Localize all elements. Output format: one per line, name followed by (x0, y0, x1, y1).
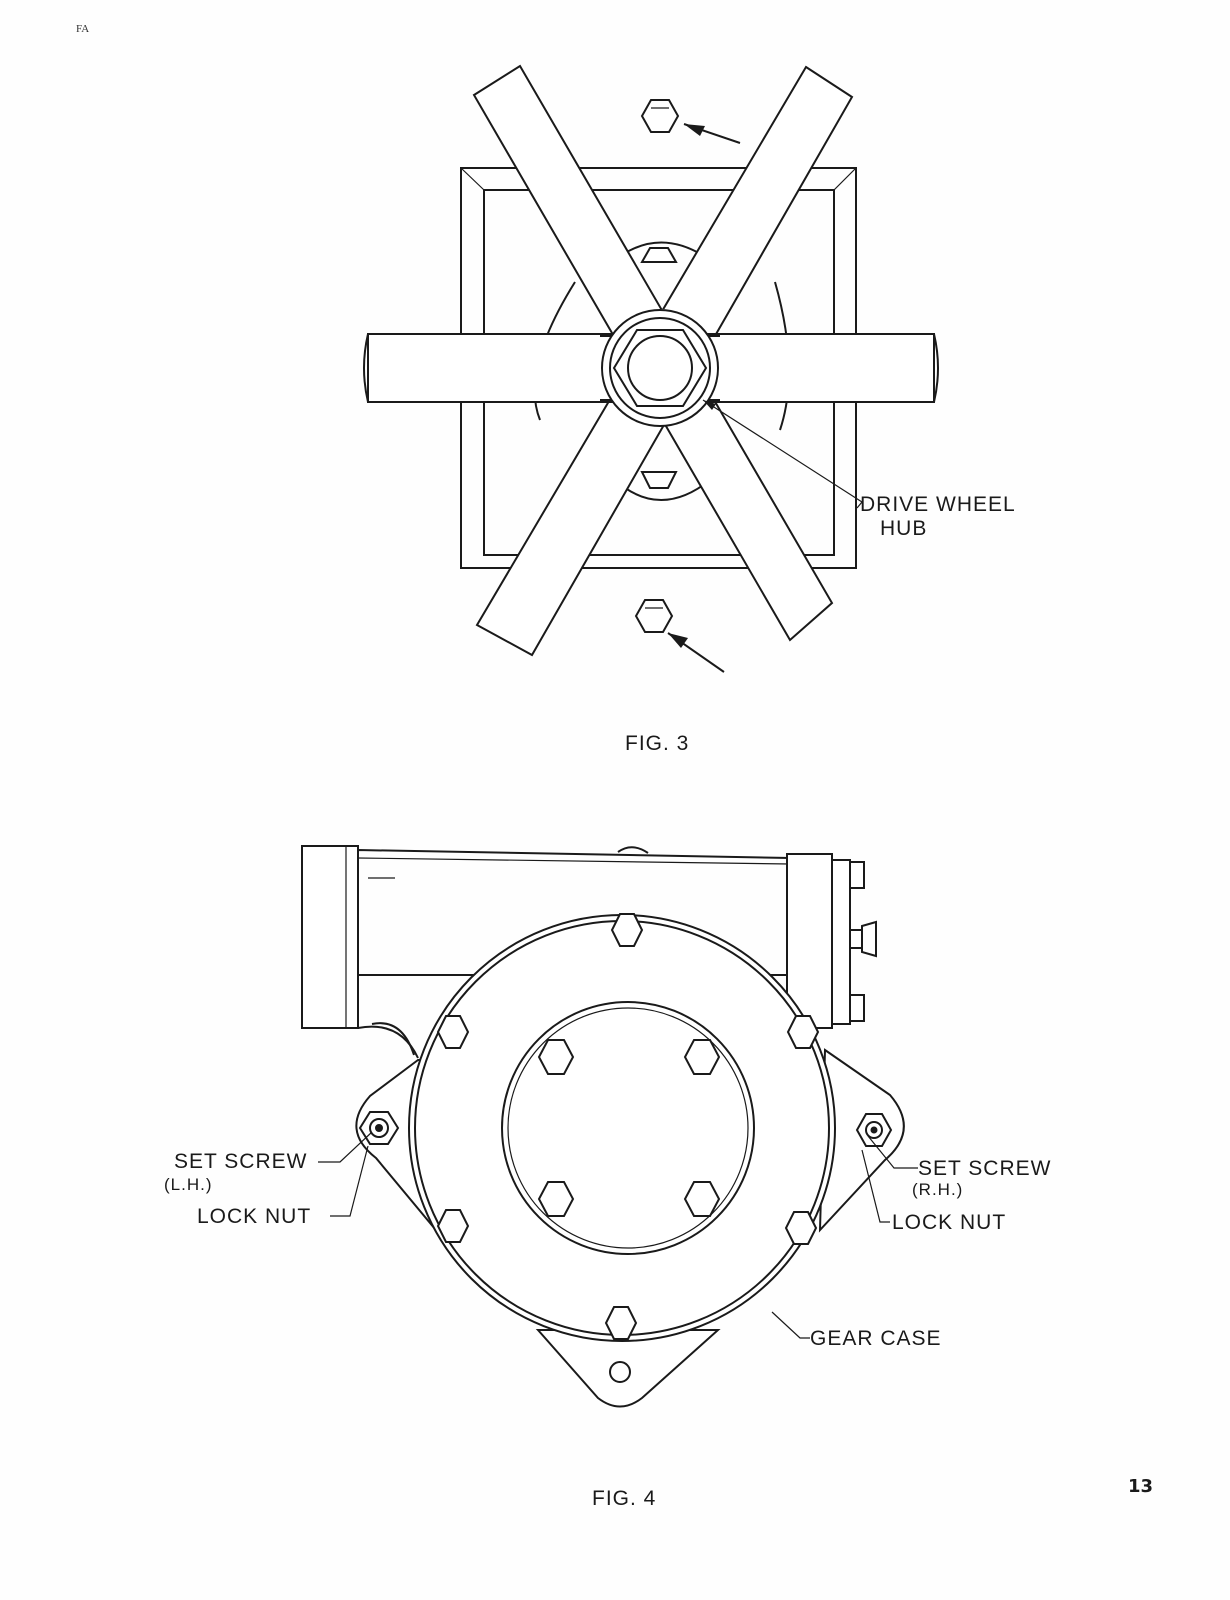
fig4-caption: FIG. 4 (592, 1487, 656, 1510)
label-set-screw-lh: SET SCREW (174, 1150, 307, 1173)
leader-set-screw-lh (318, 1131, 373, 1163)
label-drive-wheel: DRIVE WHEEL (860, 493, 1016, 516)
leader-lock-nut-right (861, 1149, 890, 1223)
fig4-drawing (301, 845, 918, 1408)
bolt-top (640, 99, 680, 133)
fig3-drawing (363, 64, 939, 673)
label-set-screw-lh-side: (L.H.) (164, 1175, 213, 1194)
ear-bottom (535, 1329, 721, 1408)
page-number: 13 (1128, 1476, 1153, 1497)
corner-mark: FA (76, 23, 89, 35)
leader-gear-case (771, 1311, 810, 1339)
outer-bolts (436, 913, 820, 1340)
gear-case-outer (408, 914, 836, 1342)
label-set-screw-rh-side: (R.H.) (912, 1180, 963, 1199)
label-lock-nut-left: LOCK NUT (197, 1205, 311, 1228)
leader-lock-nut-left (330, 1145, 369, 1217)
label-gear-case: GEAR CASE (810, 1327, 942, 1350)
inner-cover (501, 1001, 755, 1255)
fig3-caption: FIG. 3 (625, 732, 689, 755)
label-lock-nut-right: LOCK NUT (892, 1211, 1006, 1234)
hub-nut (612, 329, 708, 407)
bolt-bottom (634, 599, 674, 633)
inner-bolts (537, 1039, 721, 1217)
label-set-screw-rh: SET SCREW (918, 1157, 1051, 1180)
label-hub: HUB (880, 517, 927, 540)
leader-drive-wheel-hub (702, 399, 863, 509)
housing-left-block (301, 845, 359, 1029)
housing-right-block (786, 853, 833, 1029)
leader-set-screw-rh (867, 1135, 918, 1169)
